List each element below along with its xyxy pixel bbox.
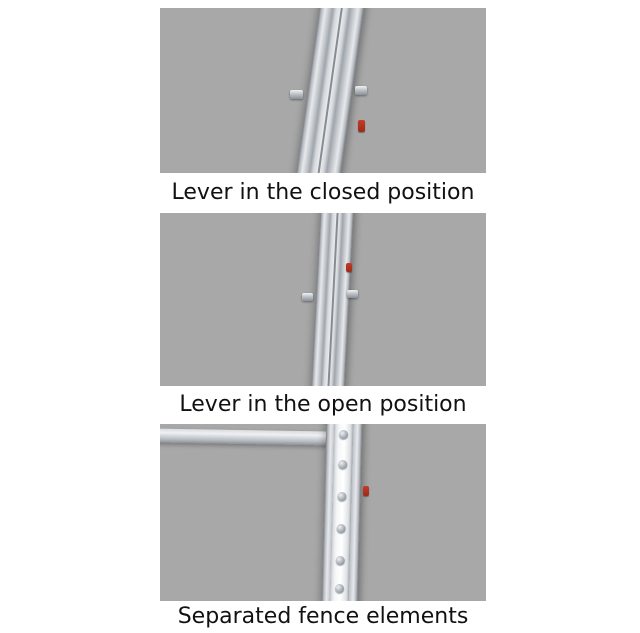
lever-pin-left bbox=[302, 293, 313, 301]
lever-pin-right bbox=[347, 290, 358, 298]
fence-lever-figure: Lever in the closed position Lever in th… bbox=[160, 8, 486, 633]
separated-channel bbox=[329, 424, 354, 601]
fence-screw bbox=[338, 459, 348, 470]
lever-pin-left bbox=[290, 90, 303, 99]
rail-groove bbox=[326, 213, 339, 386]
panel-separated-elements: Separated fence elements bbox=[160, 424, 486, 633]
rail-groove bbox=[314, 8, 346, 173]
fence-screw bbox=[337, 491, 347, 502]
red-lever-indicator bbox=[346, 263, 352, 272]
fence-screw bbox=[335, 555, 345, 566]
fence-screw bbox=[338, 429, 349, 440]
fence-rail-open bbox=[310, 213, 355, 386]
render-lever-closed bbox=[160, 8, 486, 173]
fence-screw bbox=[334, 583, 345, 594]
fence-rail-separated bbox=[321, 424, 363, 601]
red-lever-indicator bbox=[358, 120, 365, 132]
panel-lever-closed: Lever in the closed position bbox=[160, 8, 486, 213]
render-separated-elements bbox=[160, 424, 486, 601]
caption-lever-open: Lever in the open position bbox=[160, 386, 486, 424]
caption-separated-elements: Separated fence elements bbox=[160, 601, 486, 633]
render-lever-open bbox=[160, 213, 486, 386]
cross-member-rail bbox=[160, 428, 331, 446]
red-lever-indicator bbox=[363, 486, 369, 496]
panel-lever-open: Lever in the open position bbox=[160, 213, 486, 424]
fence-screw bbox=[336, 523, 346, 534]
lever-pin-right bbox=[355, 86, 367, 95]
caption-lever-closed: Lever in the closed position bbox=[160, 173, 486, 213]
